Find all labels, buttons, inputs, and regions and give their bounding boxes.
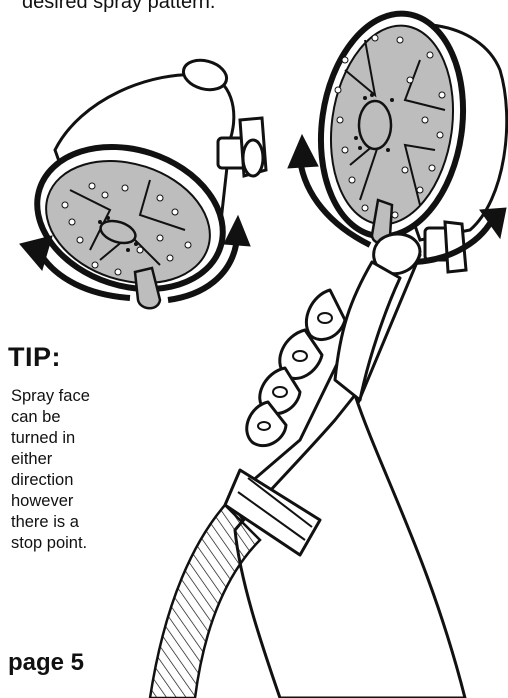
tip-line: however xyxy=(11,491,126,512)
hose-icon xyxy=(150,505,260,698)
tip-line: stop point. xyxy=(11,533,126,554)
tip-line: can be xyxy=(11,407,126,428)
right-shower-head-icon xyxy=(307,4,507,272)
tip-line: either xyxy=(11,449,126,470)
tip-line: direction xyxy=(11,470,126,491)
hand-icon xyxy=(225,234,465,698)
tip-line: turned in xyxy=(11,428,126,449)
tip-line: Spray face xyxy=(11,386,126,407)
tip-line: there is a xyxy=(11,512,126,533)
tip-heading: TIP: xyxy=(8,342,61,373)
page-number: page 5 xyxy=(8,649,84,677)
tip-text: Spray face can be turned in either direc… xyxy=(11,386,126,554)
